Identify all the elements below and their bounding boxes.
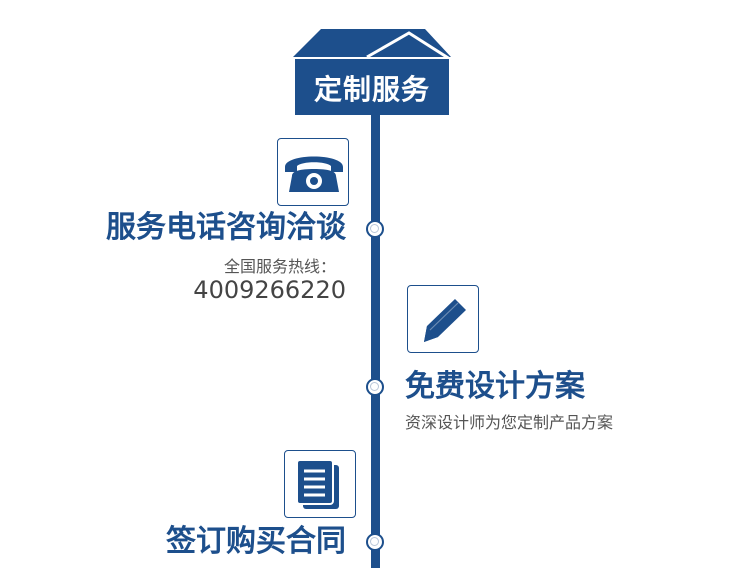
step-1-title: 服务电话咨询洽谈 [106,210,346,245]
pen-icon [424,299,466,342]
step-1-subtitle: 全国服务热线： [223,257,336,276]
timeline-node-2 [366,378,384,396]
step-2-icon-box [407,285,479,353]
step-2-title: 免费设计方案 [405,369,585,404]
telephone-icon [285,156,343,192]
house-icon [293,29,454,115]
step-3-icon-box [284,450,356,518]
timeline-line [371,108,380,568]
step-3-title: 签订购买合同 [166,524,346,559]
step-1-icon-box [277,138,349,206]
page-title: 定制服务 [313,73,430,106]
document-icon [296,459,339,509]
timeline-node-3 [366,533,384,551]
step-2-subtitle: 资深设计师为您定制产品方案 [405,413,614,432]
timeline-node-1 [366,220,384,238]
hotline-number: 4009266220 [193,276,346,304]
header-house-badge: 定制服务 [289,27,455,117]
